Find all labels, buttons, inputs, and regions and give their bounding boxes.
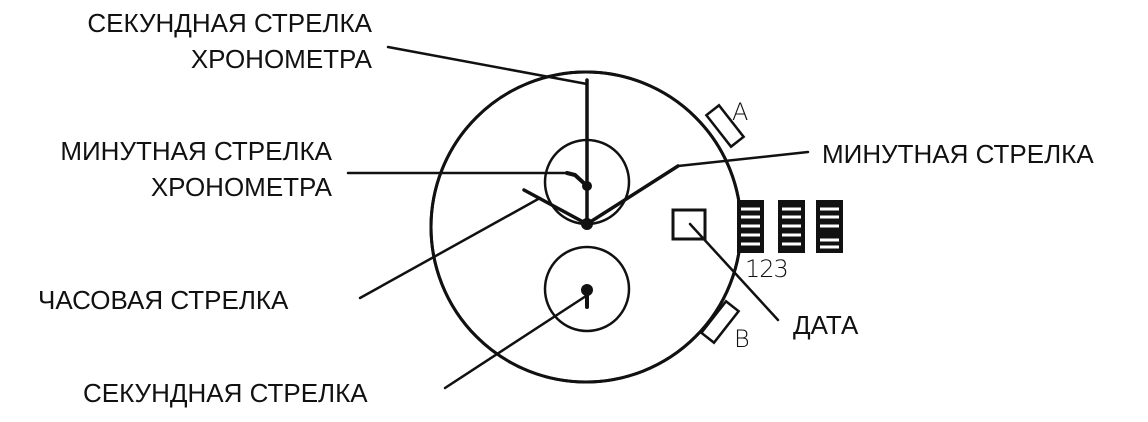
date-positions-label: 123 [745, 255, 789, 283]
date-window [671, 208, 707, 241]
label-hour-hand: ЧАСОВАЯ СТРЕЛКА [38, 285, 289, 315]
pusher-b-label: B [734, 325, 750, 353]
label-minute-hand: МИНУТНАЯ СТРЕЛКА [822, 139, 1094, 169]
leader-chrono-second [386, 45, 589, 86]
leader-hour [358, 196, 542, 300]
label-chrono-minute-line2: ХРОНОМЕТРА [150, 172, 332, 202]
leader-date [688, 222, 780, 322]
pusher-a-icon [704, 103, 746, 149]
seconds-subdial [543, 245, 631, 333]
leader-second [443, 294, 588, 390]
label-chrono-minute-line1: МИНУТНАЯ СТРЕЛКА [60, 136, 332, 166]
leader-minute [676, 150, 810, 168]
label-chrono-second-line1: СЕКУНДНАЯ СТРЕЛКА [87, 8, 372, 38]
label-chrono-second-line2: ХРОНОМЕТРА [190, 44, 372, 74]
label-chrono-second-hand: СЕКУНДНАЯ СТРЕЛКА ХРОНОМЕТРА [0, 8, 372, 74]
chrono-minute-hand [565, 171, 589, 188]
label-chrono-minute-hand: МИНУТНАЯ СТРЕЛКА ХРОНОМЕТРА [0, 136, 332, 202]
label-second-hand: СЕКУНДНАЯ СТРЕЛКА [83, 378, 368, 408]
label-date: ДАТА [793, 310, 859, 340]
pusher-a-label: A [732, 98, 749, 126]
minute-hand [585, 164, 680, 226]
hour-hand [522, 188, 589, 226]
